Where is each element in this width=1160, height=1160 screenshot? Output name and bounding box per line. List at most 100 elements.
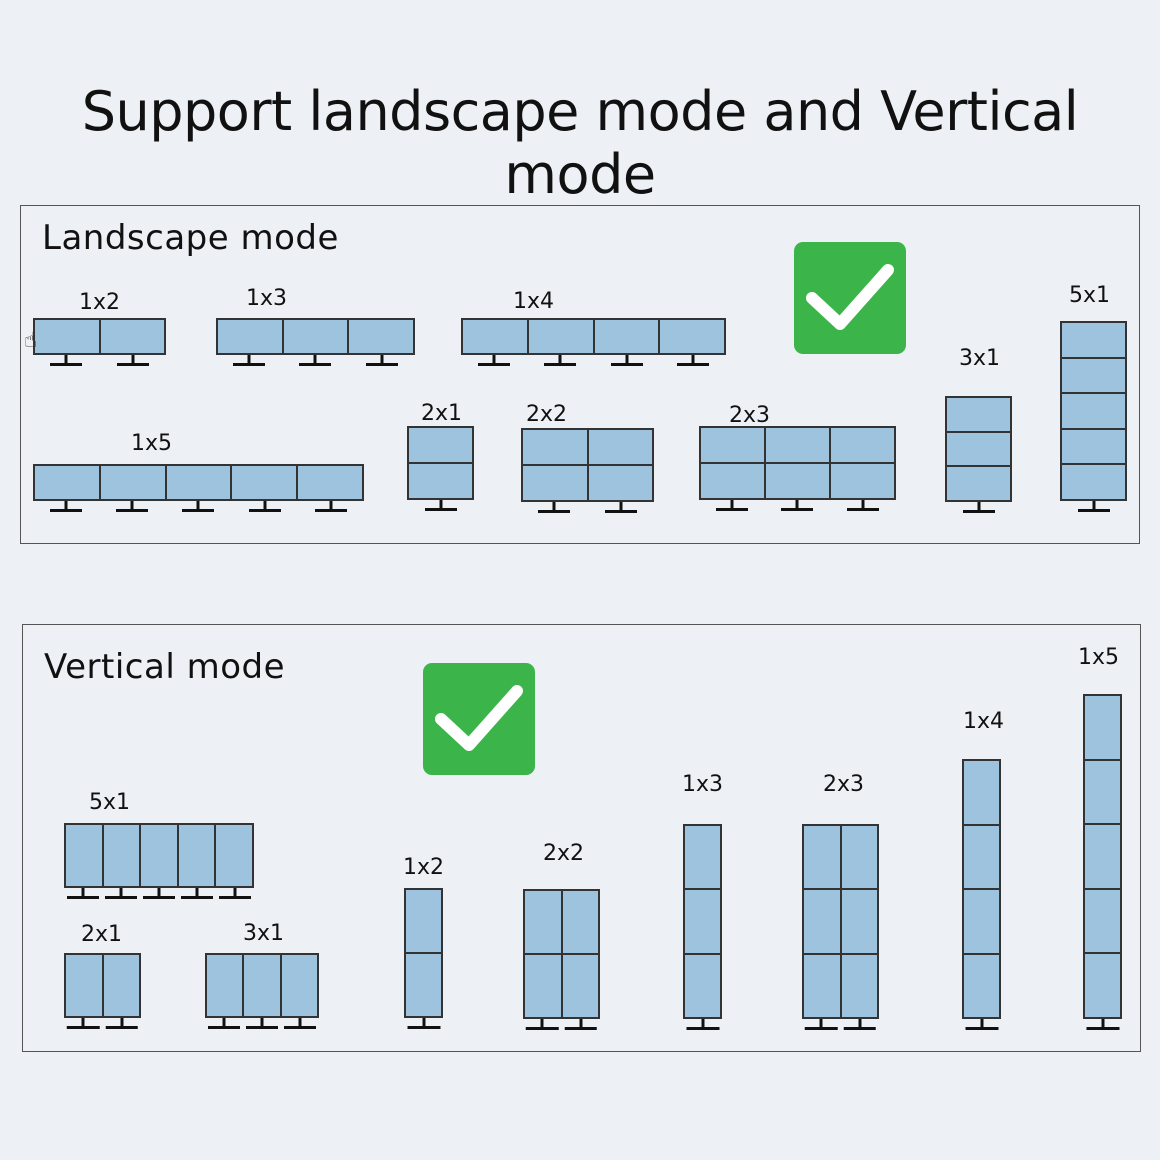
monitor-stand <box>404 1018 443 1030</box>
monitor-stand <box>1083 1019 1122 1031</box>
checkmark-icon <box>794 242 906 354</box>
screen-panel <box>408 427 473 463</box>
screen-panel <box>206 954 244 1017</box>
screen-panel <box>522 465 588 501</box>
monitor-stand <box>33 355 100 367</box>
screen-panel <box>231 465 298 500</box>
monitor-stand <box>683 1019 722 1031</box>
video-wall <box>521 428 654 502</box>
screen-panel <box>408 463 473 499</box>
hand-cursor-icon: ☝ <box>24 328 38 353</box>
layout-label: 2x3 <box>729 403 771 428</box>
video-wall <box>33 464 364 501</box>
video-wall <box>1060 321 1127 501</box>
screen-panel <box>462 319 528 354</box>
video-wall <box>407 426 474 500</box>
video-wall <box>205 953 319 1018</box>
monitor-stand <box>33 501 99 513</box>
screen-panel <box>963 760 1000 825</box>
screen-panel <box>1061 464 1126 500</box>
screen-panel <box>946 397 1011 432</box>
layout-label: 2x3 <box>823 772 865 797</box>
screen-panel <box>1061 428 1126 465</box>
screen-panel <box>34 319 100 354</box>
checkmark-icon <box>423 663 535 775</box>
screen-panel <box>659 319 725 354</box>
screen-panel <box>765 427 830 463</box>
screen-panel <box>102 954 140 1017</box>
monitor-stand <box>140 888 178 900</box>
screen-panel <box>1084 953 1121 1018</box>
monitor-stand <box>527 355 593 367</box>
monitor-stand <box>99 501 165 513</box>
monitor-stand <box>205 1018 243 1030</box>
screen-panel <box>963 824 1000 889</box>
monitor-stand <box>216 355 282 367</box>
screen-panel <box>1084 695 1121 760</box>
layout-label: 1x2 <box>79 290 121 315</box>
layout-label: 5x1 <box>1069 283 1111 308</box>
screen-panel <box>405 889 442 953</box>
monitor-stand <box>298 501 364 513</box>
screen-panel <box>840 825 878 890</box>
screen-panel <box>765 463 830 499</box>
screen-panel <box>840 889 878 954</box>
screen-panel <box>946 431 1011 467</box>
monitor-stand <box>588 502 655 514</box>
screen-panel <box>593 319 660 354</box>
layout-label: 5x1 <box>89 790 131 815</box>
video-wall <box>523 889 600 1019</box>
screen-panel <box>1084 888 1121 954</box>
monitor-stand <box>165 501 231 513</box>
layout-label: 1x5 <box>131 431 173 456</box>
screen-panel <box>348 319 414 354</box>
monitor-stand <box>407 500 474 512</box>
layout-label: 1x4 <box>513 289 555 314</box>
video-wall <box>683 824 722 1019</box>
video-wall <box>699 426 896 500</box>
screen-panel <box>522 429 588 465</box>
video-wall <box>945 396 1012 502</box>
monitor-stand <box>523 1019 562 1031</box>
monitor-stand <box>802 1019 841 1031</box>
monitor-stand <box>1060 501 1127 513</box>
layout-label: 1x5 <box>1078 645 1120 670</box>
monitor-stand <box>232 501 298 513</box>
page-title: Support landscape mode and Vertical mode <box>81 80 1079 206</box>
screen-panel <box>65 824 103 887</box>
screen-panel <box>963 889 1000 954</box>
layout-label: 1x4 <box>963 709 1005 734</box>
screen-panel <box>217 319 283 354</box>
screen-panel <box>587 429 653 465</box>
screen-panel <box>99 319 165 354</box>
screen-panel <box>1084 759 1121 825</box>
layout-label: 3x1 <box>959 346 1001 371</box>
layout-label: 1x3 <box>682 772 724 797</box>
monitor-stand <box>100 355 167 367</box>
monitor-stand <box>461 355 527 367</box>
screen-panel <box>946 466 1011 501</box>
monitor-stand <box>594 355 660 367</box>
layout-label: 1x3 <box>246 286 288 311</box>
layout-label: 2x1 <box>81 922 123 947</box>
monitor-stand <box>765 500 831 512</box>
vertical-title: Vertical mode <box>44 647 285 687</box>
monitor-stand <box>699 500 765 512</box>
video-wall <box>962 759 1001 1019</box>
screen-panel <box>684 953 721 1018</box>
screen-panel <box>803 889 841 954</box>
monitor-stand <box>349 355 415 367</box>
screen-panel <box>282 319 349 354</box>
monitor-stand <box>243 1018 281 1030</box>
video-wall <box>461 318 726 355</box>
screen-panel <box>803 953 841 1018</box>
screen-panel <box>102 824 141 887</box>
screen-panel <box>1061 322 1126 358</box>
screen-panel <box>524 954 562 1018</box>
monitor-stand <box>216 888 254 900</box>
screen-panel <box>34 465 100 500</box>
video-wall <box>64 823 254 888</box>
layout-label: 2x1 <box>421 401 463 426</box>
